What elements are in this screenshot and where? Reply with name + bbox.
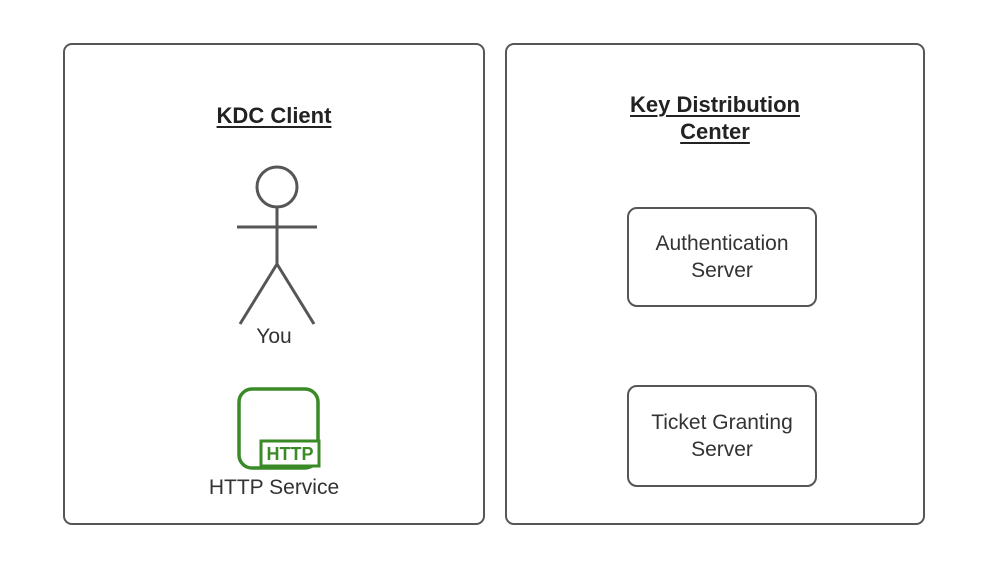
- authentication-server-node: Authentication Server: [627, 207, 817, 307]
- actor-head: [255, 165, 299, 209]
- stick-figure-actor-icon: [237, 165, 317, 325]
- actor-left-leg: [238, 263, 279, 325]
- authentication-server-label: Authentication Server: [655, 232, 789, 282]
- key-distribution-center-container: Key Distribution Center Authentication S…: [505, 43, 925, 525]
- key-distribution-center-title: Key Distribution Center: [630, 92, 800, 144]
- kdc-client-container: KDC Client You HTTP HTTP Service: [63, 43, 485, 525]
- ticket-granting-server-node: Ticket Granting Server: [627, 385, 817, 487]
- actor-label: You: [256, 325, 292, 348]
- http-service-icon-badge: [259, 439, 321, 468]
- actor-right-leg: [275, 263, 316, 325]
- ticket-granting-server-label: Ticket Granting Server: [651, 411, 793, 461]
- kdc-client-title: KDC Client: [216, 103, 332, 128]
- http-service-icon: HTTP: [237, 387, 321, 470]
- http-service-icon-badge-text: HTTP: [267, 444, 314, 464]
- http-service-icon-frame: [237, 387, 320, 470]
- http-service-label: HTTP Service: [208, 476, 340, 499]
